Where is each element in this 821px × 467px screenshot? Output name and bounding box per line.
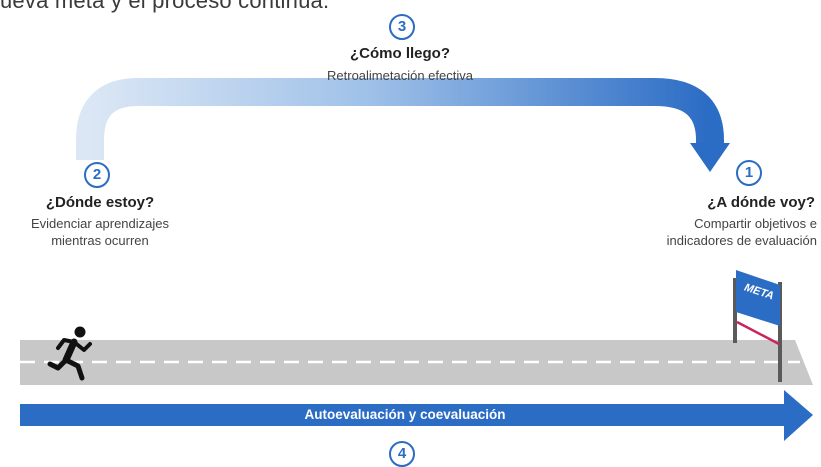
step-2-number-badge: 2 [84, 162, 110, 188]
step-1-description-line-2: indicadores de evaluación [666, 233, 817, 248]
feedback-loop-arrow [76, 78, 730, 172]
step-1-title: ¿A dónde voy? [707, 194, 815, 211]
intro-text-fragment: ueva meta y el proceso continúa. [0, 0, 330, 13]
self-peer-assessment-label: Autoevaluación y coevaluación [304, 407, 506, 422]
step-4-number-badge: 4 [389, 441, 415, 467]
step-2-title: ¿Dónde estoy? [45, 194, 155, 211]
step-3-description: Retroalimetación efectiva [327, 68, 473, 83]
self-assessment-arrow [20, 390, 813, 441]
step-1-description-line-1: Compartir objetivos e [694, 216, 817, 231]
step-2-description-line-1: Evidenciar aprendizajes [30, 216, 170, 231]
step-1-number-badge: 1 [736, 160, 762, 186]
runner-icon [47, 326, 92, 381]
step-3-title: ¿Cómo llego? [350, 45, 450, 62]
step-2-description-line-2: mientras ocurren [51, 233, 149, 248]
finish-flag-icon [733, 270, 782, 382]
step-3-number-badge: 3 [389, 14, 415, 40]
road [20, 340, 813, 385]
